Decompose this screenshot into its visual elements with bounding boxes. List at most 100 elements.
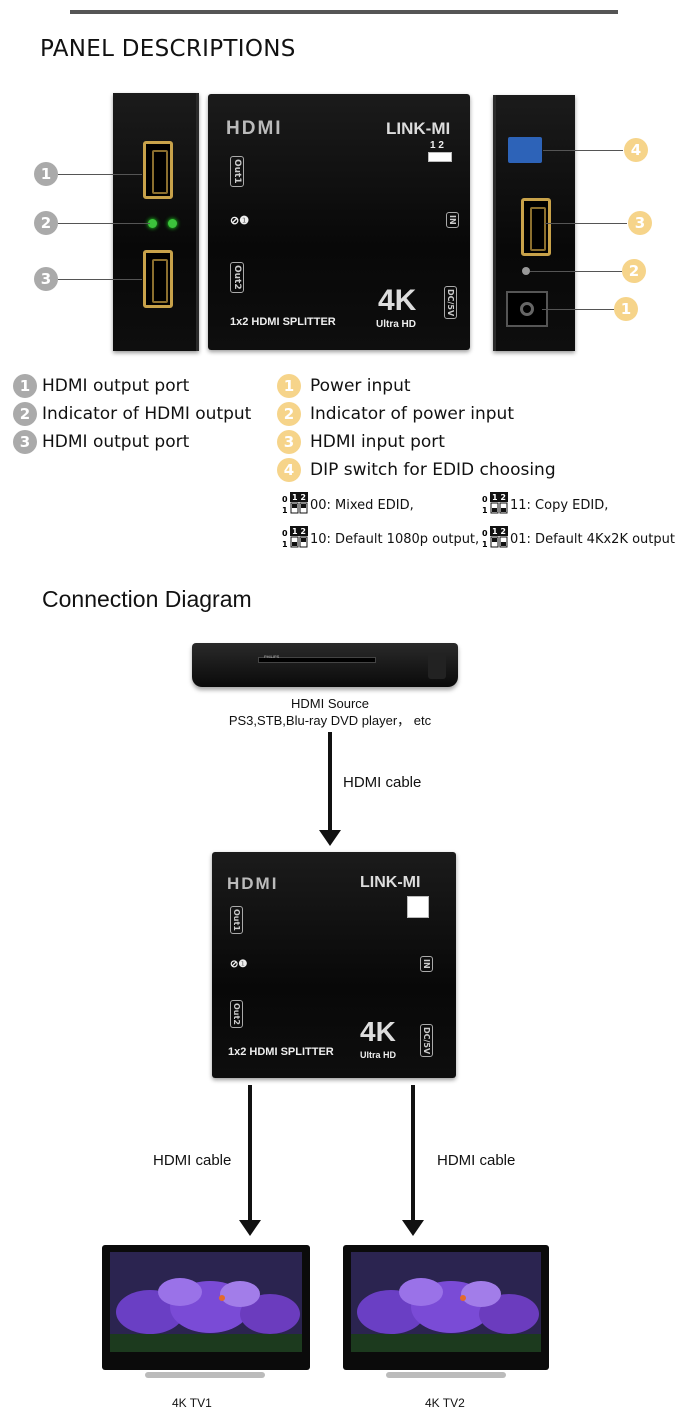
out1-label: Out1 [230, 156, 244, 187]
callout-line [530, 271, 622, 272]
dip-icon-01: 01 1 2 [482, 526, 508, 548]
tv2-label: 4K TV2 [425, 1396, 465, 1410]
player-brand: PHILIPS [264, 654, 280, 659]
legend-right-text-1: Power input [310, 376, 411, 396]
link-mi-logo: LINK-MI [386, 119, 451, 138]
tv1-label: 4K TV1 [172, 1396, 212, 1410]
dip-diagram [407, 896, 429, 918]
callout-right-2: 2 [622, 259, 646, 283]
legend-right-badge-4: 4 [277, 458, 301, 482]
svg-text:1: 1 [482, 540, 488, 548]
out2-label: Out2 [230, 1000, 243, 1028]
dvd-player: PHILIPS [192, 643, 458, 687]
4k-logo: 4K [378, 284, 417, 317]
callout-line [58, 279, 142, 280]
out2-label: Out2 [230, 262, 244, 293]
cable-label-top: HDMI cable [343, 774, 422, 791]
legend-left-badge-1: 1 [13, 374, 37, 398]
legend-right-badge-3: 3 [277, 430, 301, 454]
source-title: HDMI Source [290, 696, 370, 711]
hdmi-output-port-2 [143, 250, 173, 308]
callout-left-1: 1 [34, 162, 58, 186]
callout-line [545, 223, 627, 224]
legend-right-text-4: DIP switch for EDID choosing [310, 460, 556, 480]
model-text: 1x2 HDMI SPLITTER [228, 1046, 334, 1058]
svg-text:1: 1 [482, 506, 488, 514]
model-text: 1x2 HDMI SPLITTER [230, 316, 336, 328]
callout-line [58, 223, 150, 224]
input-side-panel [493, 95, 575, 351]
svg-text:1: 1 [282, 540, 288, 548]
dip-numbers: 1 2 [430, 140, 444, 151]
in-label: IN [420, 956, 433, 972]
connection-diagram-title: Connection Diagram [42, 586, 252, 612]
dip-mode-10: 10: Default 1080p output, [310, 532, 480, 547]
svg-text:1 2: 1 2 [292, 493, 306, 502]
disc-tray [258, 657, 376, 663]
callout-left-3: 3 [34, 267, 58, 291]
legend-left-badge-2: 2 [13, 402, 37, 426]
cable-label-left: HDMI cable [153, 1152, 232, 1169]
legend-right-badge-1: 1 [277, 374, 301, 398]
output-led-1 [148, 219, 157, 228]
hdmi-logo: HDMI [227, 874, 279, 893]
dc-label: DC/5V [420, 1024, 433, 1058]
dip-mode-01: 01: Default 4Kx2K output [510, 532, 675, 547]
out1-label: Out1 [230, 906, 243, 934]
dip-icon-11: 0 1 1 2 [482, 492, 508, 514]
hdmi-logo: HDMI [226, 118, 283, 139]
tv2-screen [351, 1252, 541, 1352]
splitter-top-panel: HDMI LINK-MI Out1 ⊘❶ Out2 1 2 IN 4K DC/5… [208, 94, 470, 350]
arrowhead-down [402, 1220, 424, 1236]
tv2 [343, 1245, 549, 1370]
hdmi-output-port-1 [143, 141, 173, 199]
tv1-stand [145, 1372, 265, 1378]
svg-text:1 2: 1 2 [292, 527, 306, 536]
svg-text:0: 0 [282, 529, 288, 538]
arrowhead-down [239, 1220, 261, 1236]
output-side-panel [113, 93, 199, 351]
callout-line [58, 174, 142, 175]
power-led [522, 267, 530, 275]
panel-descriptions-title: PANEL DESCRIPTIONS [40, 36, 296, 62]
cable-label-right: HDMI cable [437, 1152, 516, 1169]
legend-left-text-1: HDMI output port [42, 376, 190, 396]
led-symbol-icon: ⊘❶ [230, 959, 248, 970]
svg-text:0: 0 [282, 495, 288, 504]
legend-right-badge-2: 2 [277, 402, 301, 426]
svg-text:0: 0 [482, 529, 488, 538]
flower-image [110, 1252, 302, 1352]
arrow-splitter-to-tv2 [411, 1085, 415, 1222]
dip-icon-10: 0 1 1 2 [282, 526, 308, 548]
callout-right-1: 1 [614, 297, 638, 321]
svg-text:1: 1 [282, 506, 288, 514]
dip-mode-11: 11: Copy EDID, [510, 498, 609, 513]
in-label: IN [446, 212, 459, 228]
dip-icon-00: 0 1 1 2 [282, 492, 308, 514]
led-symbol-icon: ⊘❶ [230, 215, 250, 227]
legend-left-text-2: Indicator of HDMI output [42, 404, 252, 424]
dc-power-jack [506, 291, 548, 327]
splitter-device: HDMI LINK-MI Out1 ⊘❶ Out2 IN 4K DC/5V 1x… [212, 852, 456, 1078]
tv1 [102, 1245, 310, 1370]
ultra-hd-text: Ultra HD [376, 319, 417, 330]
svg-text:0: 0 [482, 495, 488, 504]
tv2-stand [386, 1372, 506, 1378]
arrow-source-to-splitter [328, 732, 332, 832]
svg-text:1 2: 1 2 [492, 493, 506, 502]
player-buttons [428, 653, 446, 679]
dip-switch [508, 137, 542, 163]
dip-diagram [428, 152, 452, 162]
output-led-2 [168, 219, 177, 228]
legend-left-badge-3: 3 [13, 430, 37, 454]
dc-label: DC/5V [444, 286, 457, 320]
arrowhead-down [319, 830, 341, 846]
link-mi-logo: LINK-MI [360, 874, 421, 891]
4k-logo: 4K [360, 1016, 396, 1047]
callout-right-3: 3 [628, 211, 652, 235]
tv1-screen [110, 1252, 302, 1352]
callout-line [542, 309, 614, 310]
top-divider [70, 10, 618, 14]
legend-right-text-3: HDMI input port [310, 432, 445, 452]
source-subtitle: PS3,STB,Blu-ray DVD player， etc [228, 713, 432, 728]
